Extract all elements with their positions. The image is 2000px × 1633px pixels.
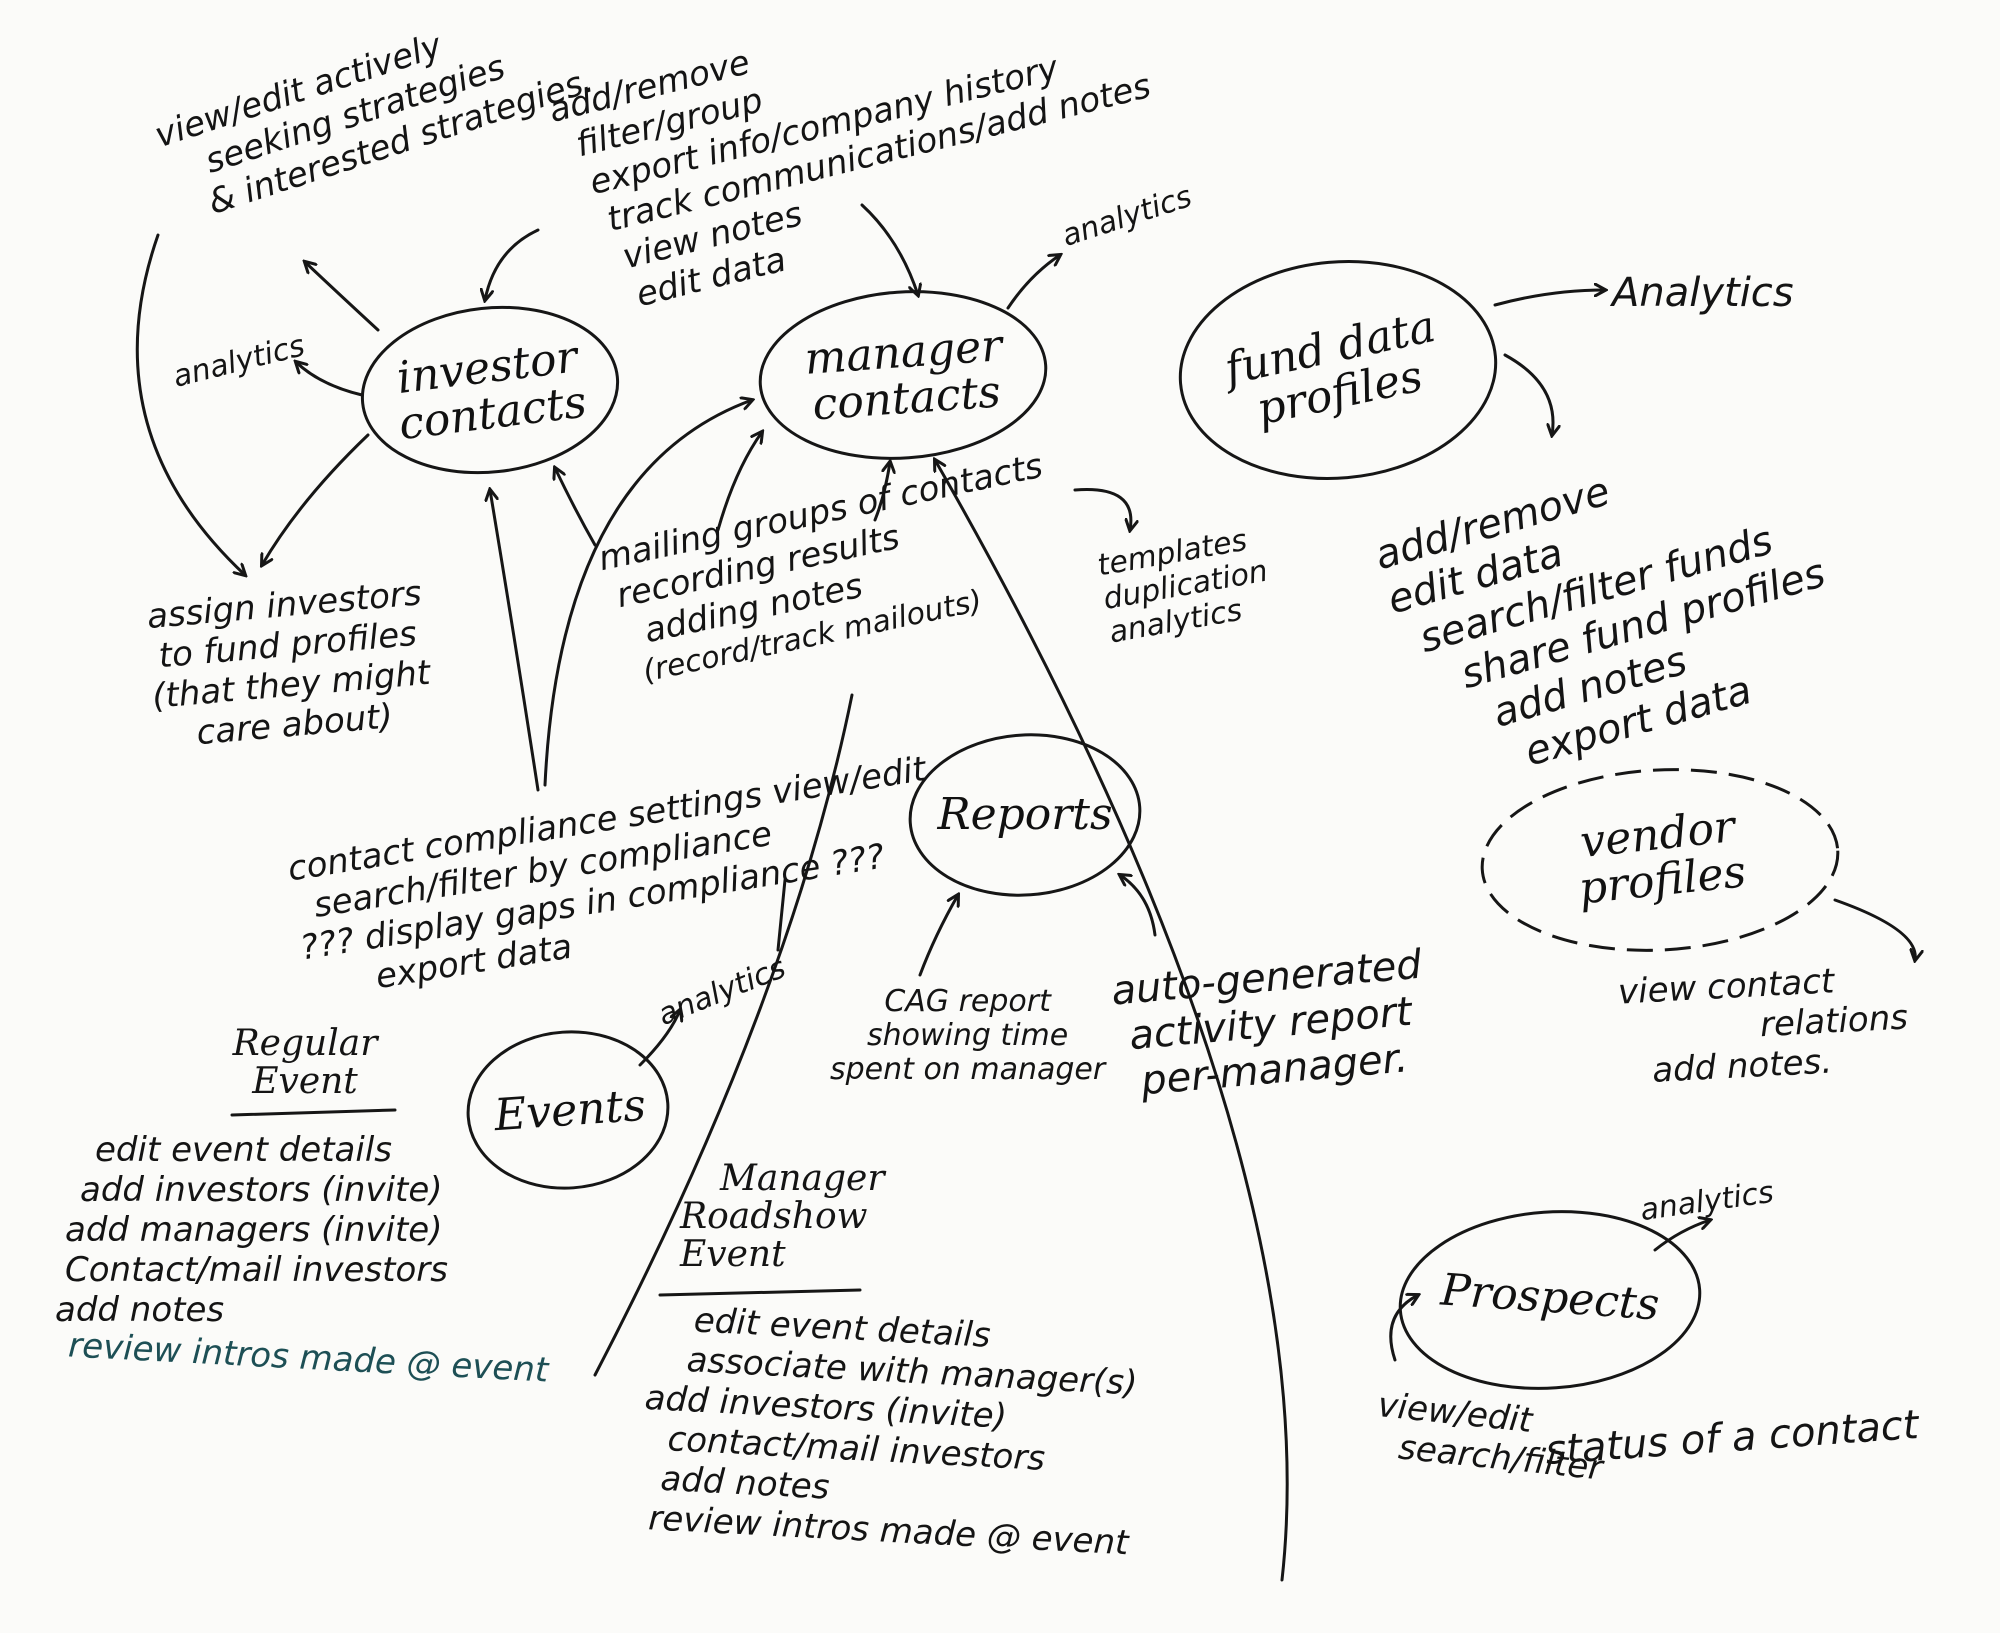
line-roadshow-underline (658, 1288, 862, 1297)
note-vendor-actions: view contact relations add notes. (1617, 961, 1909, 1091)
arrow-fund-to-actions (1503, 353, 1553, 435)
arrow-investor-to-strategies (305, 262, 380, 332)
regular-event-title: Regular Event (232, 1023, 378, 1102)
arrow-strategies-to-assign (135, 233, 245, 575)
roadshow-event-title: Manager Roadshow Event (680, 1158, 885, 1275)
roadshow-event-items: edit event details associate with manage… (643, 1300, 1139, 1564)
arrow-mailing-to-templates (1073, 488, 1131, 531)
regular-event-items: edit event details add investors (invite… (55, 1130, 448, 1330)
arrow-fund-to-analytics (1493, 290, 1605, 307)
note-auto-report: auto-generated activity report per-manag… (1109, 941, 1424, 1105)
arrow-mailing-to-investor (555, 468, 597, 547)
arrow-prospects-to-analytics (1653, 1220, 1710, 1252)
arrow-manager-to-analytics (1006, 255, 1060, 310)
note-cag-report: CAG report showing time spent on manager (830, 984, 1106, 1087)
arrow-actions-to-investor (485, 228, 540, 300)
node-reports-ellipse (908, 733, 1142, 897)
arrow-actions-to-prospects (1389, 1295, 1418, 1362)
line-compliance-to-events (776, 878, 787, 952)
arrow-roadshow-to-manager (935, 460, 1289, 1582)
line-review-to-mailing (593, 693, 854, 1377)
arrow-mailing-to-manager (716, 432, 762, 532)
arrow-compliance-to-investor (490, 490, 540, 792)
node-fund-data-profiles-ellipse (1178, 260, 1498, 480)
line-regular-event-underline (230, 1108, 397, 1117)
note-fund-analytics: Analytics (1612, 270, 1794, 316)
arrow-investor-to-analytics (296, 362, 364, 397)
node-manager-contacts: manager contacts (802, 320, 1004, 431)
note-assign-investors: assign investors to fund profiles (that … (145, 573, 432, 754)
node-investor-contacts-ellipse (360, 305, 620, 475)
arrow-investor-to-assign (262, 433, 370, 565)
node-events: Events (492, 1079, 648, 1142)
arrow-compliance-to-manager (543, 400, 752, 787)
arrow-mailing-to-manager-2 (873, 462, 890, 522)
arrow-cag-to-reports (918, 895, 958, 977)
arrow-auto-to-reports (1120, 875, 1157, 937)
arrow-vendor-to-actions (1833, 898, 1915, 960)
node-manager-contacts-ellipse (758, 290, 1048, 460)
node-vendor-profiles-ellipse (1480, 768, 1840, 952)
arrow-actions-to-manager (860, 203, 918, 295)
node-reports: Reports (937, 789, 1113, 840)
node-events-ellipse (466, 1030, 670, 1190)
arrow-events-to-analytics (638, 1010, 680, 1067)
